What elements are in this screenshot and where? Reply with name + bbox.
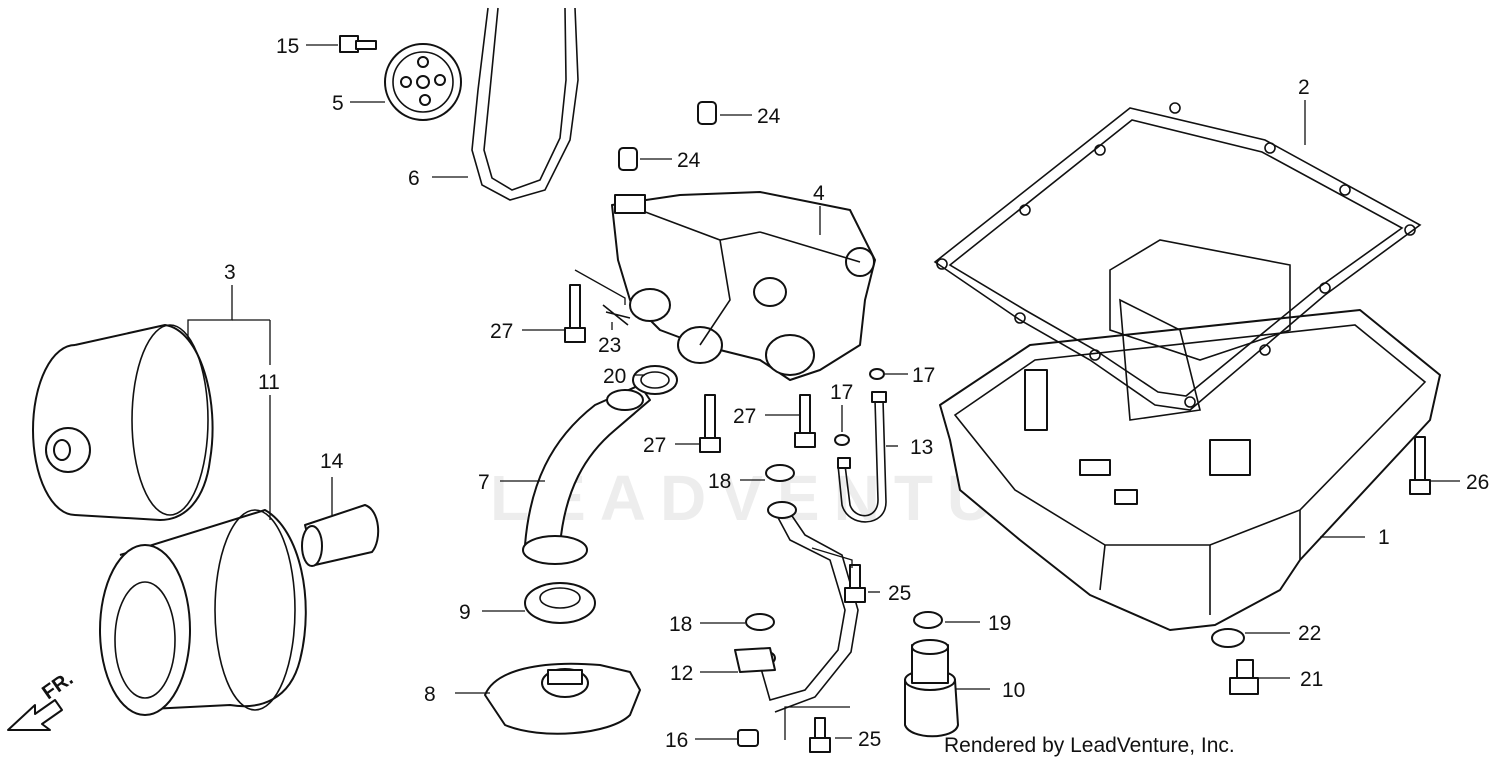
oil-pump-part[interactable] [611, 191, 876, 381]
oil-filter-upper-part[interactable] [32, 324, 214, 521]
bolt-27c-part[interactable] [794, 394, 816, 448]
oil-pan-gasket-part[interactable] [933, 102, 1422, 411]
dowel-pin-24a-part[interactable] [697, 101, 717, 125]
drain-bolt-part[interactable] [1229, 659, 1259, 695]
callout-17b: 17 [830, 381, 853, 404]
washer-18b-part[interactable] [745, 613, 775, 631]
callout-labels: 1 2 3 4 5 6 7 8 9 10 11 12 13 14 15 16 1… [224, 35, 1489, 752]
callout-12: 12 [670, 662, 693, 685]
callout-27c: 27 [733, 405, 756, 428]
callout-11: 11 [258, 371, 280, 394]
washer-17a-part[interactable] [869, 368, 885, 380]
bolt-27a-part[interactable] [564, 284, 586, 343]
callout-22: 22 [1298, 622, 1321, 645]
bolt-26-part[interactable] [1409, 436, 1431, 495]
washer-19-part[interactable] [913, 611, 943, 629]
leader-lines [187, 44, 1460, 740]
callout-1: 1 [1378, 526, 1390, 549]
bolt-25b-part[interactable] [809, 717, 831, 753]
oil-pan-part[interactable] [939, 239, 1441, 631]
washer-22-part[interactable] [1211, 628, 1245, 648]
oil-pressure-switch-part[interactable] [904, 639, 959, 738]
bolt-27b-part[interactable] [699, 394, 721, 453]
oil-pipe-part[interactable] [734, 501, 859, 713]
callout-24b: 24 [677, 149, 701, 172]
pump-sprocket-part[interactable] [384, 43, 462, 121]
callout-8: 8 [424, 683, 436, 706]
callout-21: 21 [1300, 668, 1323, 691]
callout-2: 2 [1298, 76, 1310, 99]
callout-24a: 24 [757, 105, 781, 128]
callout-9: 9 [459, 601, 471, 624]
oil-filter-lower-part[interactable] [99, 509, 307, 716]
callout-6: 6 [408, 167, 420, 190]
callout-16: 16 [665, 729, 688, 752]
callout-26: 26 [1466, 471, 1489, 494]
callout-15: 15 [276, 35, 299, 58]
render-credit: Rendered by LeadVenture, Inc. [944, 734, 1235, 757]
callout-20: 20 [603, 365, 626, 388]
callout-27b: 27 [643, 434, 666, 457]
callout-25a: 25 [888, 582, 911, 605]
front-direction-arrow-icon: FR. [7, 668, 77, 731]
washer-17b-part[interactable] [834, 434, 850, 446]
callout-7: 7 [478, 471, 490, 494]
nut-16-part[interactable] [737, 729, 759, 747]
o-ring-20-part[interactable] [632, 365, 678, 395]
dowel-pin-24b-part[interactable] [618, 147, 638, 171]
callout-23: 23 [598, 334, 621, 357]
callout-5: 5 [332, 92, 344, 115]
bolt-15-part[interactable] [339, 35, 377, 53]
oil-strainer-part[interactable] [484, 662, 641, 735]
callout-25b: 25 [858, 728, 881, 751]
washer-18a-part[interactable] [765, 464, 795, 482]
drive-chain-part[interactable] [471, 7, 579, 201]
callout-27a: 27 [490, 320, 513, 343]
callout-4: 4 [813, 182, 825, 205]
callout-18b: 18 [669, 613, 692, 636]
callout-18a: 18 [708, 470, 731, 493]
callout-13: 13 [910, 436, 933, 459]
oil-filter-boss-part[interactable] [301, 504, 380, 567]
cotter-pin-part[interactable] [602, 304, 631, 326]
oil-strainer-pipe-part[interactable] [522, 384, 651, 565]
callout-10: 10 [1002, 679, 1025, 702]
bolt-25a-part[interactable] [844, 564, 866, 603]
callout-17a: 17 [912, 364, 935, 387]
callout-19: 19 [988, 612, 1011, 635]
oil-tube-part[interactable] [837, 391, 887, 523]
callout-14: 14 [320, 450, 344, 473]
direction-label: FR. [38, 668, 77, 705]
callout-3: 3 [224, 261, 236, 284]
strainer-seal-part[interactable] [524, 582, 596, 624]
